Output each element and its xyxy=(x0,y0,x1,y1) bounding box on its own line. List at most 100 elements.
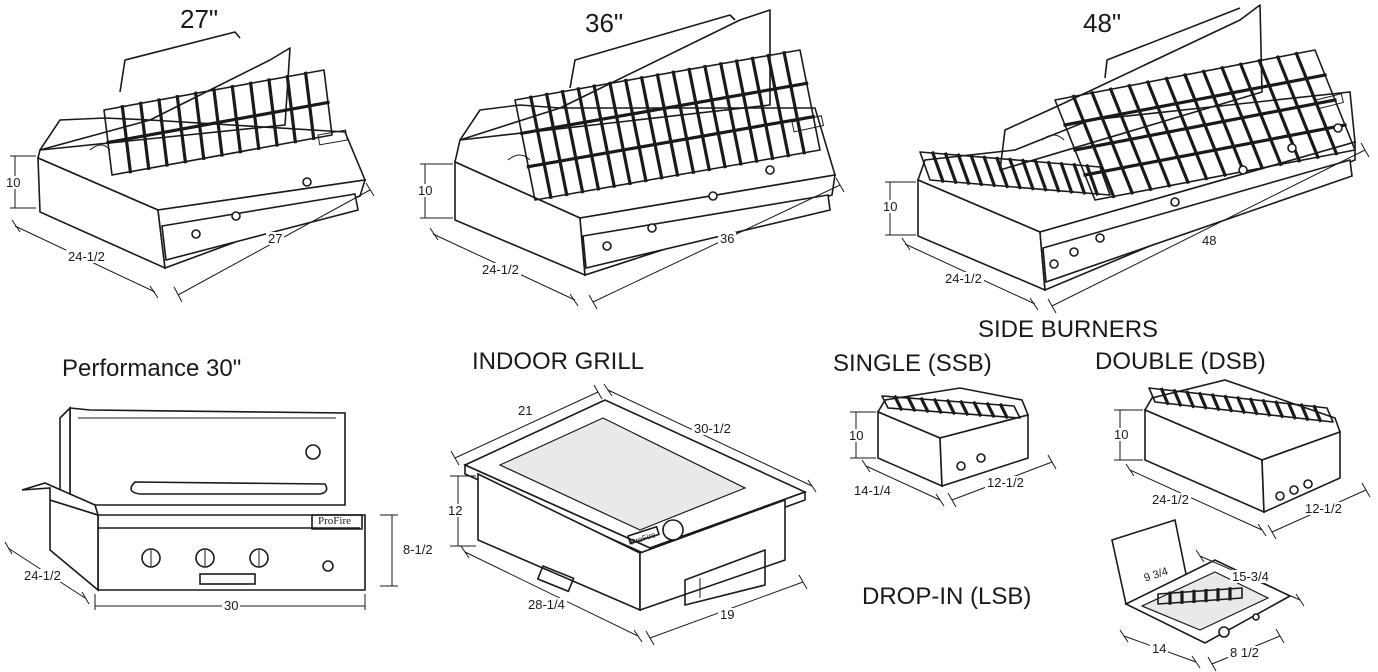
performance-30-knob xyxy=(141,548,161,568)
dsb-grate-frame xyxy=(1148,387,1334,423)
ssb-grate-bar xyxy=(919,396,930,414)
dsb-grate-bar xyxy=(1210,393,1221,412)
grill-36-grate-bar xyxy=(655,73,680,177)
drop-in-burner-grate xyxy=(1157,587,1243,605)
grill-27-height-label: 10 xyxy=(4,175,23,190)
lsb-depth-label: 14 xyxy=(1150,641,1169,656)
grill-36-grate-bar xyxy=(703,64,727,169)
performance-30-knob xyxy=(249,548,269,568)
grill-48-grate-crossbar xyxy=(1063,73,1327,127)
grill-48-side-grate-bar xyxy=(930,151,945,184)
grill-48-height-label: 10 xyxy=(881,199,900,214)
ssb-grate-bar xyxy=(906,395,917,413)
single-side-burner-drawing xyxy=(876,387,1030,488)
grill-36-grate-crossbar xyxy=(526,114,816,169)
ssb-grate-bar xyxy=(932,397,943,415)
indoor-height-label: 12 xyxy=(446,503,465,518)
grill-48-side-grate-bar xyxy=(1007,157,1023,190)
grill-36-grate-bar xyxy=(750,56,775,161)
indoor-top-depth-label: 21 xyxy=(516,403,535,418)
grill-48-side-grate-bar xyxy=(995,156,1010,189)
ssb-depth-label: 14-1/4 xyxy=(852,483,893,498)
grill-36-drawing xyxy=(454,9,837,277)
grill-36-height-label: 10 xyxy=(416,183,435,198)
grill-48-width-label: 48 xyxy=(1200,233,1219,248)
performance-30-drawing xyxy=(21,406,366,592)
double-side-burner-dimension-lines xyxy=(1114,409,1371,540)
grill-36-grate-crossbar xyxy=(519,81,809,136)
grill-48-side-grate-bar xyxy=(1033,159,1048,192)
grill-48-side-grate-frame xyxy=(919,151,1111,196)
performance-30-depth-label: 24-1/2 xyxy=(22,568,63,583)
side-burners-title: SIDE BURNERS xyxy=(978,316,1159,343)
indoor-grill-dimension-lines xyxy=(450,383,817,646)
dsb-grate-bar xyxy=(1197,391,1208,410)
indoor-grill-drawing xyxy=(463,399,808,612)
single-side-burner-grate xyxy=(881,394,1021,420)
grill-36-grate-bar xyxy=(623,78,648,183)
indoor-bottom-width-label: 28-1/4 xyxy=(526,597,567,612)
grill-36-grate-bar xyxy=(766,53,791,158)
grill-48-side-grate-bar xyxy=(943,152,958,185)
performance-30-title: Performance 30" xyxy=(62,355,242,382)
grill-36-grate-bar xyxy=(592,84,617,188)
ssb-grate-bar xyxy=(998,402,1009,420)
grill-48-depth-label: 24-1/2 xyxy=(943,271,984,286)
grill-27-width-label: 27 xyxy=(266,231,285,246)
grill-36-grate-bar xyxy=(639,75,664,180)
ssb-grate-bar xyxy=(959,399,970,417)
indoor-grill-title: INDOOR GRILL xyxy=(472,348,645,375)
ssb-grate-frame xyxy=(881,395,1021,419)
dsb-grate-bar xyxy=(1312,404,1323,423)
grill-36-title: 36" xyxy=(585,8,624,38)
grill-27-depth-label: 24-1/2 xyxy=(66,249,107,264)
dsb-grate-bar xyxy=(1172,388,1183,407)
dsb-depth-label: 24-1/2 xyxy=(1150,492,1191,507)
lsb-grate-frame xyxy=(1157,587,1243,605)
double-dsb-title: DOUBLE (DSB) xyxy=(1095,348,1266,375)
grill-48-side-grate-bar xyxy=(1046,160,1061,193)
dsb-width-label: 12-1/2 xyxy=(1303,501,1344,516)
dsb-grate-bar xyxy=(1248,397,1259,416)
grill-36-grate xyxy=(514,49,821,201)
ssb-width-label: 12-1/2 xyxy=(985,475,1026,490)
dsb-grate-bar xyxy=(1299,403,1310,422)
performance-30-height-label: 8-1/2 xyxy=(401,542,435,557)
grill-36-grate-bar xyxy=(544,92,569,197)
dsb-grate-bar xyxy=(1223,394,1234,413)
grill-27-grate-crossbar xyxy=(106,100,330,145)
indoor-bottom-depth-label: 19 xyxy=(718,607,737,622)
dsb-grate-bar xyxy=(1235,395,1247,415)
grill-36-grate-bar xyxy=(782,50,807,155)
lsb-width-label: 15-3/4 xyxy=(1230,569,1271,584)
grill-48-main-grate xyxy=(1054,49,1356,201)
dsb-grate-bar xyxy=(1159,387,1170,406)
grill-48-side-grate-bar xyxy=(1072,162,1087,195)
ssb-grate-bar xyxy=(893,394,904,412)
dsb-grate-bar xyxy=(1286,401,1297,420)
grill-48-grate-frame xyxy=(1054,49,1356,201)
grill-48-side-grate-bar xyxy=(1085,163,1100,196)
grill-48-side-grate-bar xyxy=(982,155,997,188)
grill-48-side-grate-bar xyxy=(956,153,971,186)
dsb-grate-bar xyxy=(1185,390,1196,409)
grill-48-grate-crossbar xyxy=(1073,98,1337,152)
grill-48-dimension-lines xyxy=(885,142,1370,314)
performance-30-logo: ProFire xyxy=(318,515,351,527)
ssb-height-label: 10 xyxy=(847,428,866,443)
grill-36-grate-bar xyxy=(734,59,759,163)
grill-27-title: 27" xyxy=(180,4,219,34)
grill-36-grate-bar xyxy=(576,87,601,191)
grill-36-width-label: 36 xyxy=(718,231,737,246)
grill-48-grate-crossbar xyxy=(1083,123,1347,177)
grill-48-side-grate-bar xyxy=(1059,161,1074,194)
indoor-top-width-label: 30-1/2 xyxy=(692,421,733,436)
grill-27-drawing xyxy=(37,31,367,270)
ssb-grate-bar xyxy=(972,400,983,418)
grill-36-grate-bar xyxy=(687,67,712,172)
grill-48-side-grate-bar xyxy=(969,154,984,187)
grill-36-grate-bar xyxy=(671,70,696,175)
grill-27-grate xyxy=(103,69,333,176)
